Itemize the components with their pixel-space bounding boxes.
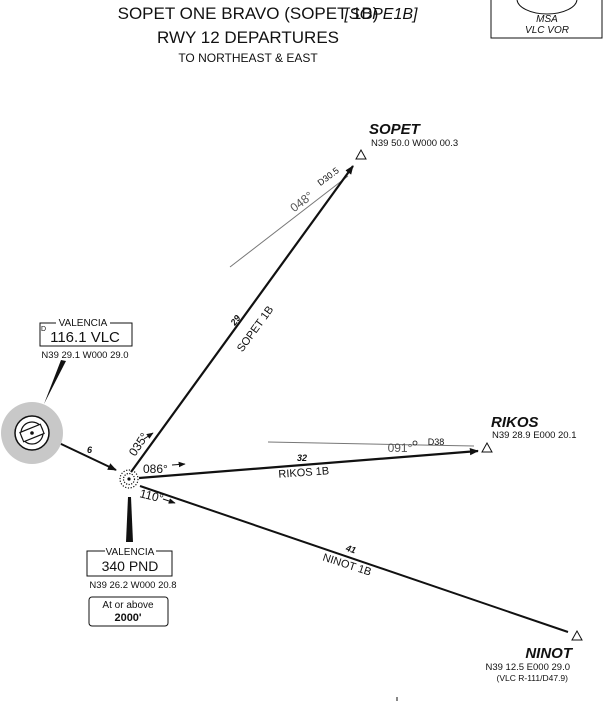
ndb-leader [126,497,133,542]
altitude-value: 2000' [114,612,141,624]
waypoint-triangle-icon [481,441,493,453]
rikos-coordinates: N39 28.9 E000 20.1 [492,430,577,441]
sopet-name: SOPET [369,121,422,138]
rikos-dme-circle-icon [412,440,418,446]
rikos-initial-course: 086° [143,462,168,476]
course-035-arrow [143,432,154,440]
waypoint-sopet: SOPET N39 50.0 W000 00.3 [355,121,458,160]
vor-dme-prefix: D [41,326,46,333]
ndb-coordinates: N39 26.2 W000 20.8 [89,580,176,591]
sopet-route-line [130,165,354,473]
sopet-initial-course: 035° [126,430,152,459]
chart-title: SOPET ONE BRAVO (SOPET 1B) [118,4,379,23]
sopet-route-distance: 29 [228,313,243,328]
rikos-radial: 091° [388,441,413,455]
altitude-note: At or above [102,600,154,611]
waypoint-rikos: RIKOS N39 28.9 E000 20.1 [481,414,577,453]
chart-runway-line: RWY 12 DEPARTURES [157,28,339,47]
sopet-coordinates: N39 50.0 W000 00.3 [371,138,458,149]
ndb-info-box: VALENCIA 340 PND N39 26.2 W000 20.8 At o… [86,547,177,627]
ndb-name: VALENCIA [106,547,155,558]
waypoint-ninot: NINOT N39 12.5 E000 29.0 (VLC R-111/D47.… [485,629,583,683]
vor-frequency: 116.1 VLC [50,329,120,346]
msa-box: MSA VLC VOR [490,0,603,39]
vor-leader [44,360,66,404]
vor-coordinates: N39 29.1 W000 29.0 [41,350,128,361]
rikos-name: RIKOS [491,414,539,431]
ndb-frequency: 340 PND [102,558,159,574]
valencia-vor-symbol [1,402,63,464]
altitude-box [88,596,169,627]
vor-info-box: D VALENCIA 116.1 VLC N39 29.1 W000 29.0 [39,318,133,361]
sopet-route-name: SOPET 1B [235,304,276,354]
rikos-dme: D38 [428,437,445,447]
valencia-ndb-symbol [119,469,139,489]
msa-label: MSA [536,14,558,25]
course-086-arrow [171,461,186,468]
sopet-radial-line [229,175,349,268]
rikos-route-name: RIKOS 1B [278,465,329,481]
course-110-arrow [162,498,176,504]
ninot-initial-course: 110° [138,486,165,505]
ninot-route-distance: 41 [344,543,358,556]
msa-reference: VLC VOR [525,25,569,36]
sopet-radial: 048° [287,189,315,215]
rikos-route-line [138,448,479,480]
inbound-distance: 6 [87,445,93,455]
chart-title-code: [SOPE1B] [344,6,418,23]
chart-subtitle: TO NORTHEAST & EAST [178,51,318,65]
waypoint-triangle-icon [571,629,583,641]
rikos-route-distance: 32 [297,453,307,463]
ninot-name: NINOT [525,645,574,662]
waypoint-triangle-icon [355,148,367,160]
ninot-reference: (VLC R-111/D47.9) [497,673,569,683]
rikos-radial-line [267,441,475,447]
msa-circle-icon [516,0,578,15]
ninot-coordinates: N39 12.5 E000 29.0 [485,662,570,673]
vor-name: VALENCIA [59,318,108,329]
ninot-route-line [139,485,569,633]
